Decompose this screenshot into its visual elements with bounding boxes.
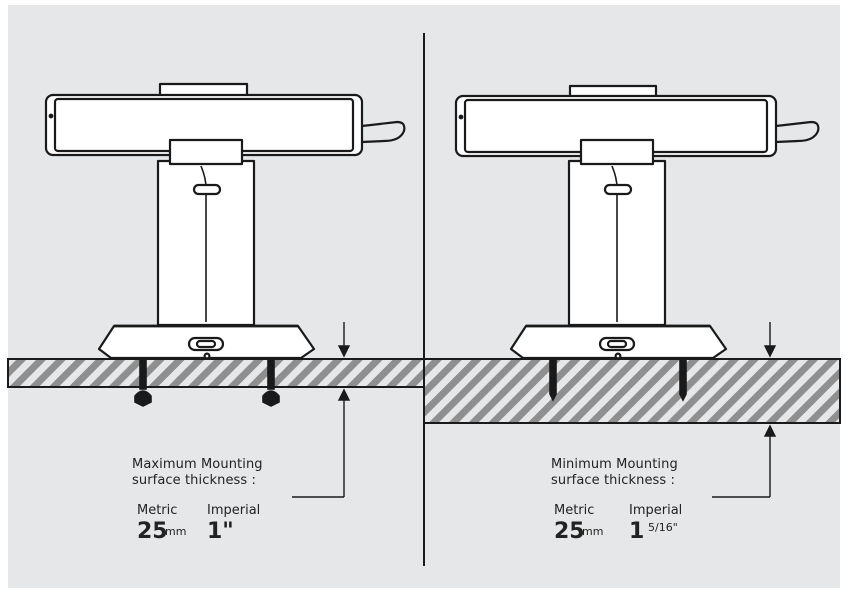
left-metric-value: 25 <box>137 519 168 544</box>
left-mounting-surface <box>7 358 425 388</box>
left-imperial-value: 1" <box>207 519 234 544</box>
right-spec-block: Minimum Mounting surface thickness : Met… <box>551 457 751 567</box>
left-heading-line2: surface thickness : <box>132 472 256 488</box>
right-dimension-arrows <box>712 322 777 498</box>
right-imperial-label: Imperial <box>629 503 683 518</box>
right-heading-line1: Minimum Mounting <box>551 457 678 472</box>
left-metric-unit: mm <box>165 525 187 538</box>
right-metric-unit: mm <box>582 525 604 538</box>
right-metric-label: Metric <box>554 503 595 518</box>
left-dimension-arrows <box>292 322 351 498</box>
left-imperial-label: Imperial <box>207 503 261 518</box>
left-spec-block: Maximum Mounting surface thickness : Met… <box>132 457 332 567</box>
right-mounting-surface <box>423 358 841 424</box>
right-wood-screws <box>549 358 687 402</box>
left-heading-line1: Maximum Mounting <box>132 457 263 472</box>
right-device <box>454 84 820 360</box>
right-heading-line2: surface thickness : <box>551 472 675 488</box>
right-imperial-fraction: 5/16" <box>648 521 678 534</box>
left-device <box>44 82 406 360</box>
right-metric-value: 25 <box>554 519 585 544</box>
left-clamp-screws <box>134 358 280 407</box>
right-imperial-value: 1 <box>629 519 645 544</box>
left-metric-label: Metric <box>137 503 178 518</box>
